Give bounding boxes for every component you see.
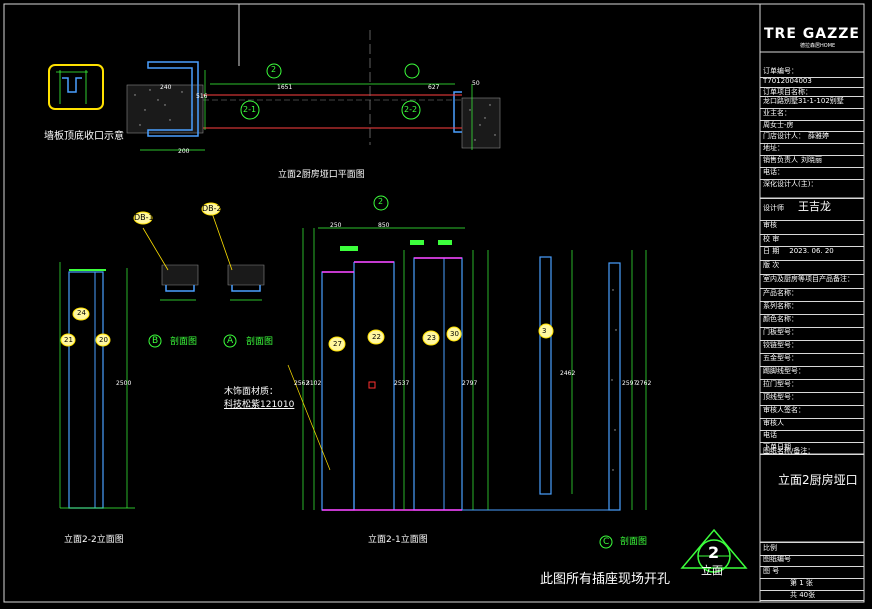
axis-mark-elevation: 2 [378,197,384,206]
edge-detail [48,64,104,110]
notes-row: 产品名称： [760,288,864,302]
stamp-number: 2 [708,543,720,562]
notes-row: 审核人 [760,418,864,431]
legend-c: C [603,537,610,547]
callout-21: 21 [64,336,73,344]
legend-a: A [227,336,234,346]
dim-1651: 1651 [277,84,293,91]
plan-view [126,30,501,151]
phone-row: 电话： [760,167,864,180]
check-row: 校 审 [760,234,864,247]
dim-516: 516 [196,93,208,100]
elevation-right-title: 立面2-1立面图 [368,535,428,545]
detail-caption: 墙板顶底收口示意 [44,131,124,142]
sheet-name: 立面2厨房垭口 [778,473,858,487]
notes-row: 颜色名称： [760,314,864,328]
material-note-1: 木饰面材质： [224,387,279,397]
sheet-name-label: 图纸名称/备注： [763,447,815,455]
notes-row: 电话 [760,430,864,443]
designer-row: 门店设计人：薛雅婷 [760,131,864,144]
callout-3: 3 [542,327,547,335]
elevation-left-title: 立面2-2立面图 [64,535,124,545]
dim-2597: 2597 [622,380,638,387]
callouts [60,202,554,352]
notes-row: 拉门型号： [760,379,864,393]
drawing-border [3,3,865,603]
drawno-row: 图纸编号 [760,554,864,567]
dim-2562: 2562 [294,380,310,387]
client-name: 周女士-房 [760,120,864,132]
notes-row: 审核人签名： [760,405,864,419]
callout-23: 23 [427,334,436,342]
dim-50: 50 [472,80,480,87]
detail-tag-db2: DB-2 [202,204,222,213]
detail-tag-db1: DB-1 [134,213,154,222]
dim-627: 627 [428,84,440,91]
sheet-total-row: 共 40张 [760,590,864,601]
version-row: 版 次 [760,260,864,275]
project-label: 订单项目名称： [760,87,864,97]
section-tag-2-2: 2-2 [404,105,418,114]
scale-row: 比例 [760,542,864,556]
order-no: T7012004003 [760,77,864,88]
callout-24: 30 [450,330,459,338]
elevation-2-2 [59,262,135,509]
legend-b-text: 剖面图 [170,337,198,347]
address-row: 地址： [760,143,864,156]
dim-2797: 2797 [462,380,478,387]
deep-design-row: 深化设计人(主)： [760,179,864,199]
notes-header: 室内及厨房等项目产品备注： [760,274,864,289]
paper-row: 图 号 [760,566,864,579]
notes-row: 系列名称： [760,301,864,315]
notes-row: 五金型号： [760,353,864,367]
notes-row: 踢脚线型号： [760,366,864,380]
dim-2537: 2537 [394,380,410,387]
dim-200: 200 [178,148,190,155]
dim-2500: 2500 [116,380,132,387]
order-no-label: 订单编号： [760,66,864,78]
stamp-text: 立面 [701,564,723,577]
sales-row: 销售负责人刘晓丽 [760,155,864,168]
title-block: TRE GAZZE 德拉森居HOME 订单编号： T7012004003 订单项… [760,0,864,609]
designer-sign-row: 设计师王吉龙 [760,198,864,221]
dim-240: 240 [160,84,172,91]
legend-b: B [152,336,159,346]
dim-3102: 3102 [306,380,322,387]
elevation-stamp [680,528,748,573]
callout-27: 27 [333,340,342,348]
notes-row: 铰链型号： [760,340,864,354]
plan-title: 立面2厨房垭口平面图 [278,170,365,180]
brand-logo: TRE GAZZE [764,26,860,42]
material-note-2: 科技松紫121010 [224,400,295,410]
callout-22: 22 [372,333,381,341]
detail-sections [142,212,265,301]
brand-logo-sub: 德拉森居HOME [800,43,836,49]
delivery-row: 下单日期 [760,442,864,455]
dim-250: 250 [330,222,342,229]
client-label: 业主名： [760,108,864,121]
section-tag-2-1: 2-1 [243,105,257,114]
review-row: 审核 [760,220,864,235]
bottom-note: 此图所有插座现场开孔 [540,572,671,587]
dim-2462: 2462 [560,370,576,377]
project-name: 龙口路别墅31-1-102别墅 [760,96,864,109]
elevation-2-1 [287,227,647,511]
legend-c-text: 剖面图 [620,537,648,547]
sheet-row: 第 1 张 [760,578,864,591]
notes-row: 顶线型号： [760,392,864,406]
axis-mark-plan: 2 [271,65,277,74]
legend-a-text: 剖面图 [246,337,274,347]
notes-row: 门板型号： [760,327,864,341]
callout-20: 20 [99,336,108,344]
callout-30: 24 [77,309,86,317]
dim-2762: 2762 [636,380,652,387]
dim-850: 850 [378,222,390,229]
